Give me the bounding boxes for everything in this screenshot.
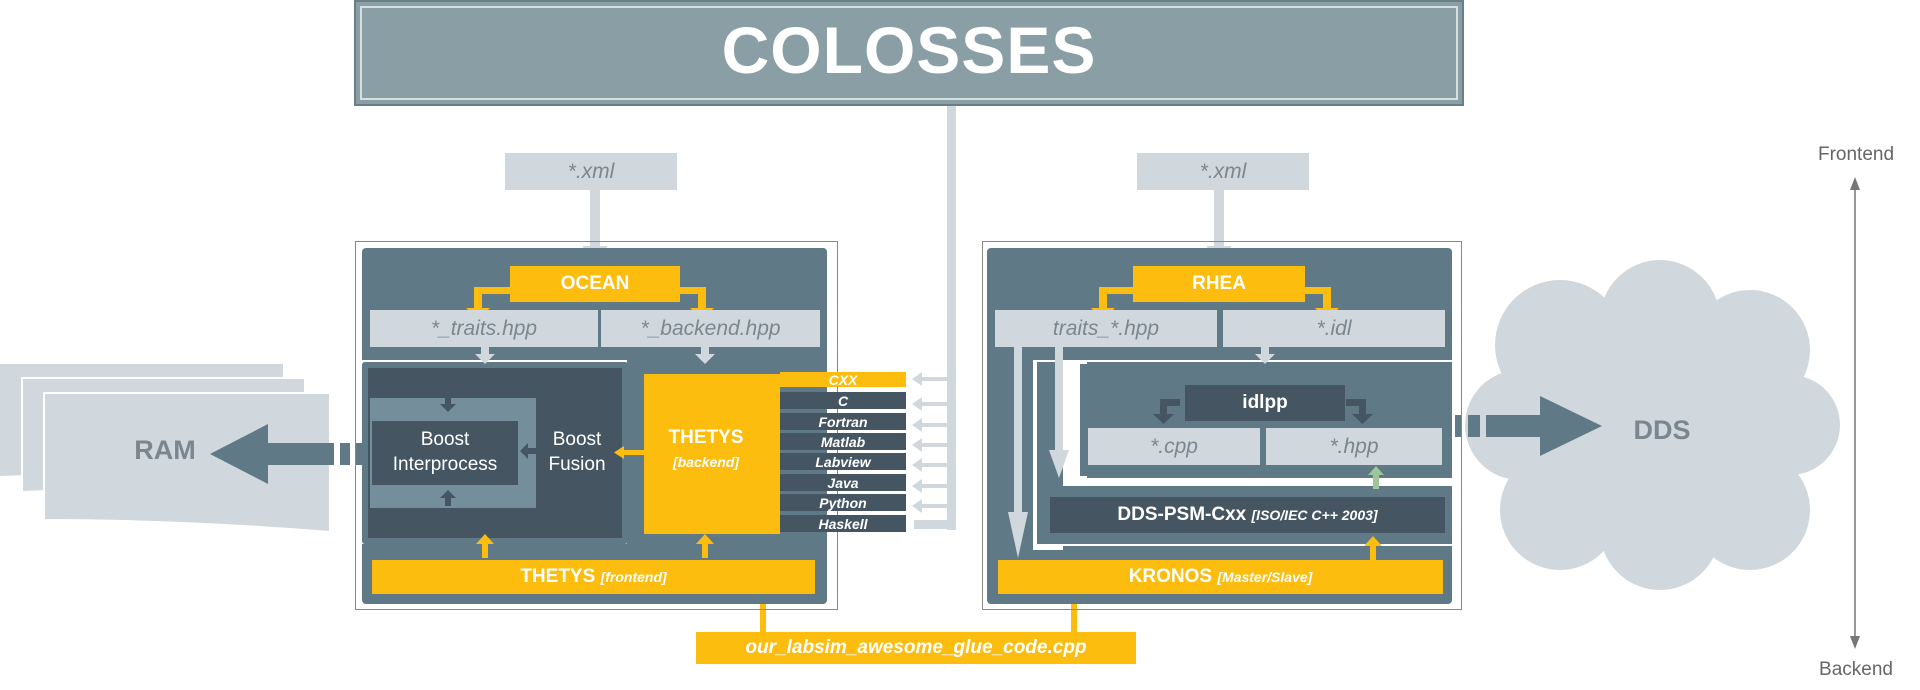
thetys-backend-title: THETYS	[668, 427, 744, 448]
boost-fusion: Boost Fusion	[548, 429, 606, 475]
language-fortran: Fortran	[780, 413, 906, 430]
left-xml-file: *.xml	[505, 153, 677, 190]
title-banner	[354, 0, 1464, 106]
thetys-frontend-box: THETYS [frontend]	[372, 560, 815, 594]
language-matlab: Matlab	[780, 433, 906, 450]
left-backend-file: *_backend.hpp	[598, 310, 820, 347]
thetys-frontend-tag: [frontend]	[600, 569, 667, 585]
ram-paper-stack	[0, 364, 331, 534]
glue-code-box: our_labsim_awesome_glue_code.cpp	[696, 632, 1136, 664]
thetys-frontend-title: THETYS	[520, 566, 596, 587]
language-cxx: CXX	[780, 372, 906, 388]
left-xml-arrow	[590, 190, 600, 250]
right-xml-arrow	[1214, 190, 1224, 250]
right-traits-file: traits_*.hpp	[995, 310, 1217, 347]
idlpp-arrows	[1153, 346, 1373, 424]
right-idl-file: *.idl	[1223, 310, 1445, 347]
ram-arrow	[210, 424, 363, 484]
frontend-up-arrows	[476, 534, 714, 558]
dds-label: DDS	[1633, 414, 1691, 445]
glue-arrow-right	[1071, 600, 1077, 632]
thetys-backend-tag: [backend]	[672, 454, 740, 470]
kronos-tag: [Master/Slave]	[1217, 569, 1313, 585]
ocean-box: OCEAN	[510, 266, 680, 302]
language-python: Python	[780, 494, 906, 511]
kronos-up-arrows	[1364, 536, 1382, 560]
idlpp-box: idlpp	[1185, 385, 1345, 421]
file-down-arrows	[475, 346, 715, 364]
hpp-up-arrow	[1368, 466, 1384, 489]
language-java: Java	[780, 474, 906, 491]
glue-arrow-left	[760, 600, 766, 632]
boost-arrows	[440, 396, 537, 506]
kronos-title: KRONOS	[1128, 566, 1213, 587]
right-xml-file: *.xml	[1137, 153, 1309, 190]
left-traits-file: *_traits.hpp	[370, 310, 598, 347]
right-hpp-file: *.hpp	[1266, 428, 1442, 465]
thetys-backend-box	[644, 374, 768, 534]
ram-label: RAM	[134, 434, 196, 465]
frontend-backend-axis	[1850, 177, 1860, 649]
axis-backend-label: Backend	[1819, 659, 1893, 680]
title-connector-line	[947, 85, 956, 530]
right-cpp-file: *.cpp	[1088, 428, 1260, 465]
haskell-feed-line	[914, 520, 956, 529]
thetys-lang-bridge	[768, 374, 780, 534]
language-haskell: Haskell	[780, 515, 906, 532]
dds-psm-box: DDS-PSM-Cxx [ISO/IEC C++ 2003]	[1050, 497, 1445, 533]
thetys-backend-tag-wrap: [backend]	[644, 452, 768, 472]
dds-cloud	[1465, 260, 1840, 590]
boost-interprocess: Boost Interprocess	[372, 421, 518, 485]
right-panel-frame	[982, 241, 1462, 610]
axis-frontend-label: Frontend	[1817, 144, 1895, 165]
right-white-divider	[1063, 478, 1452, 486]
page-title: COLOSSES	[721, 13, 1097, 87]
dds-arrow	[1454, 396, 1602, 456]
language-labview: Labview	[780, 453, 906, 470]
kronos-box: KRONOS [Master/Slave]	[998, 560, 1443, 594]
language-list: CXX C Fortran Matlab Labview Java Python…	[780, 368, 912, 536]
language-feed-arrows	[912, 372, 952, 513]
rhea-box: RHEA	[1133, 266, 1305, 302]
dds-psm-tag: [ISO/IEC C++ 2003]	[1251, 507, 1378, 523]
dds-psm-title: DDS-PSM-Cxx	[1117, 504, 1247, 525]
thetys-to-fusion-arrow	[614, 446, 646, 459]
language-c: C	[780, 392, 906, 409]
traits-down-arrows	[1008, 346, 1069, 558]
